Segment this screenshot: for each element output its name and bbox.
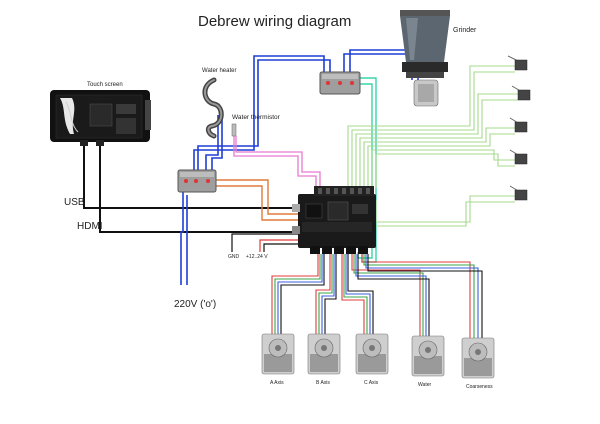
stepper-label: Coarseness — [466, 384, 493, 390]
stepper-label: C Axis — [364, 380, 379, 386]
water-heater-label: Water heater — [202, 68, 236, 74]
diagram-title: Debrew wiring diagram — [198, 13, 351, 30]
water-thermistor-label: Water thermistor — [232, 114, 281, 121]
stepper-motor-c: C Axis — [355, 333, 389, 386]
water-heater: Water heater — [202, 68, 236, 139]
stepper-wires — [271, 254, 483, 340]
usb-cable — [83, 143, 300, 209]
stepper-label: B Axis — [316, 380, 330, 386]
endstop-switch — [507, 55, 528, 71]
stepper-motor-b: B Axis — [307, 333, 341, 386]
hdmi-cable — [99, 143, 298, 233]
v12-24-label: +12..24 V — [246, 254, 268, 260]
power-wires — [180, 49, 419, 285]
endstop-switches — [507, 55, 531, 201]
gnd-label: GND — [228, 254, 240, 260]
hdmi-label: HDMI — [77, 221, 103, 232]
touch-screen-brand: Orange Screen — [88, 97, 112, 101]
endstop-switch — [509, 185, 528, 201]
stepper-motor-a: A Axis — [261, 333, 295, 386]
endstop-wires — [347, 65, 518, 227]
heater-relay-wires — [214, 179, 298, 221]
stepper-motor-coarseness: Coarseness — [461, 337, 495, 390]
power-input-label: 220V ('o') — [174, 299, 216, 310]
grinder-relay — [319, 71, 361, 95]
stepper-label: Water — [418, 382, 431, 388]
stepper-label: A Axis — [270, 380, 284, 386]
psu-wires — [231, 233, 300, 252]
heater-relay — [177, 169, 217, 193]
touch-screen-label: Touch screen — [87, 82, 123, 88]
thermistor-wires — [233, 134, 321, 188]
grinder: Grinder — [400, 10, 477, 107]
endstop-switch — [509, 149, 528, 165]
water-thermistor: Water thermistor — [231, 114, 281, 137]
endstop-switch — [511, 85, 531, 101]
control-board — [292, 186, 376, 254]
stepper-motor-water: Water — [411, 335, 445, 388]
grinder-label: Grinder — [453, 27, 477, 34]
usb-label: USB — [64, 197, 85, 208]
endstop-switch — [509, 117, 528, 133]
touch-screen: Touch screen Orange Screen — [50, 82, 151, 146]
